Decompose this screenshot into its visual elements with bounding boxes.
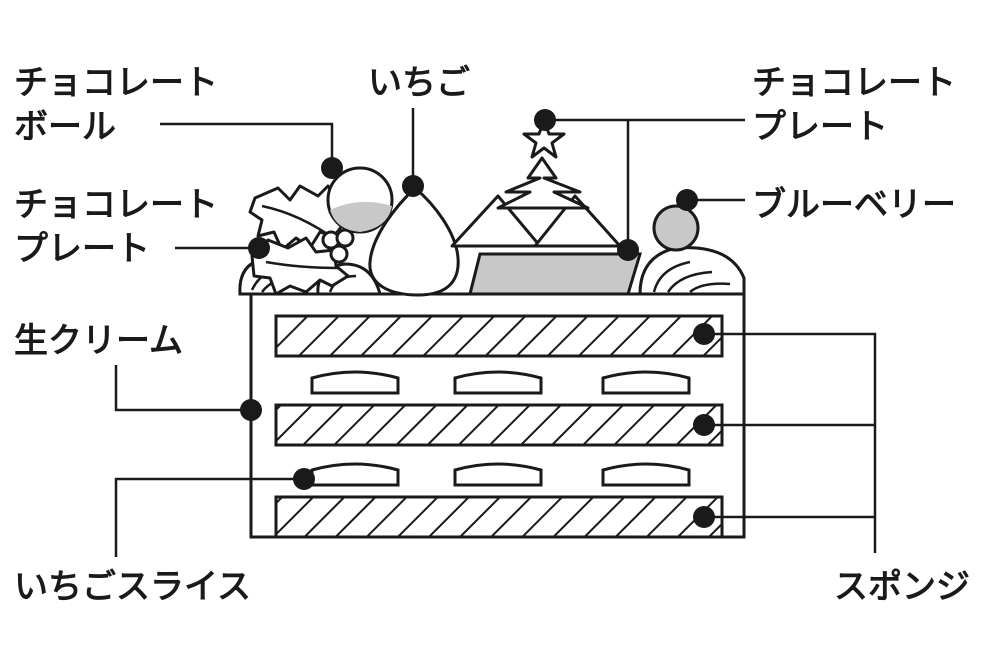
strawberry-slice [310,462,400,487]
chocolate-plate [468,252,643,296]
blueberry [652,204,700,252]
label-sponge: スポンジ [834,567,970,607]
leader-dot [693,414,715,436]
leader-dot [321,157,343,179]
sponge-layer-2 [274,403,724,447]
christmas-tree-decoration [496,156,590,210]
leader-dot [402,175,424,197]
leader-dot [617,239,639,261]
label-chocolate-plate-top-line1: チョコレート [752,63,956,103]
leader-dot [534,109,556,131]
sponge-layer-3 [274,495,724,539]
leader-dot [240,399,262,421]
leader-dot [676,189,698,211]
strawberry-slice [601,370,691,395]
leader-dot [248,237,270,259]
strawberry-triangle [533,194,622,248]
strawberry-slice [453,462,543,487]
whole-strawberry [368,185,460,297]
star-icon [522,118,566,159]
label-fresh-cream: 生クリーム [14,321,183,361]
strawberry-slice [453,370,543,395]
leader-lines [114,108,877,557]
leaf-chocolate-plate [248,184,350,296]
strawberry-triangle [450,194,542,248]
leader-dot [693,323,715,345]
strawberry-slice [310,370,400,395]
label-blueberry: ブルーベリー [752,185,956,225]
leader-dot [293,468,315,490]
label-strawberry: いちご [368,63,470,103]
label-chocolate-ball-line2: ボール [14,107,116,147]
strawberry-slice [601,462,691,487]
holly-berry [329,244,349,264]
holly-berry [335,228,355,248]
label-chocolate-plate-left-line2: プレート [14,229,150,269]
label-chocolate-ball-line1: チョコレート [14,63,218,103]
leader-dot [693,506,715,528]
sponge-layer-1 [274,314,724,358]
label-chocolate-plate-top-line2: プレート [752,107,888,147]
label-chocolate-plate-left-line1: チョコレート [14,185,218,225]
label-strawberry-slice: いちごスライス [14,567,251,607]
chocolate-ball-shade [330,201,392,232]
